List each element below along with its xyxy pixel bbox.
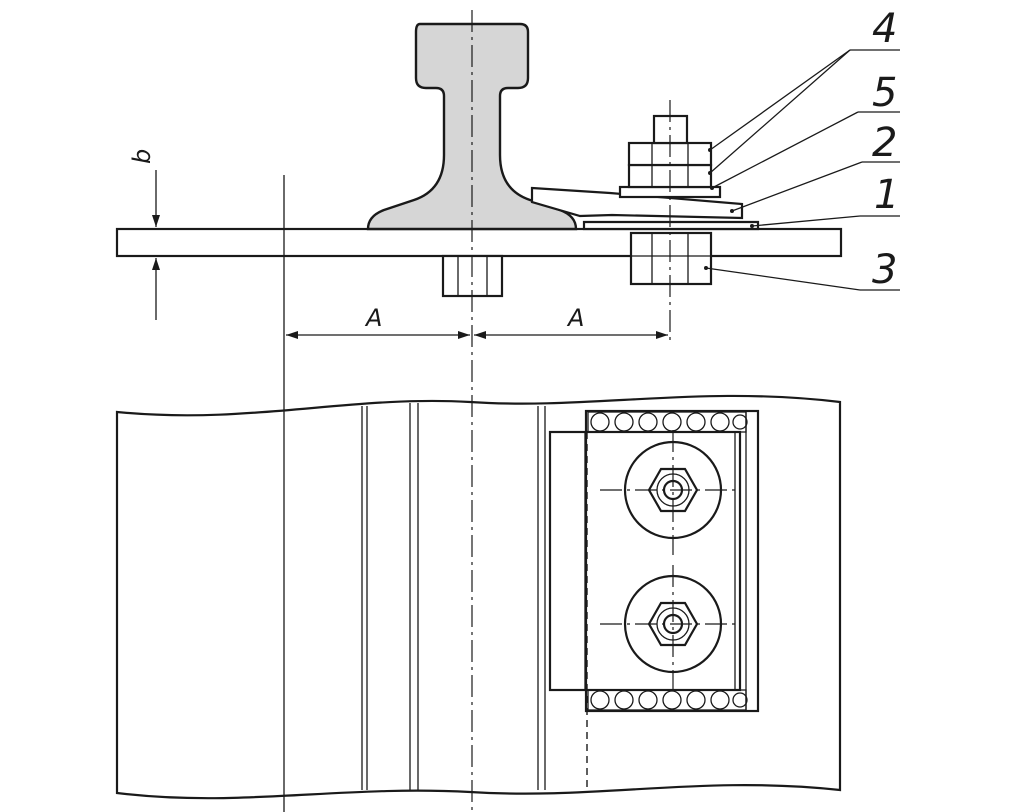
leader-dot bbox=[750, 224, 754, 228]
callout-4: 4 bbox=[872, 6, 897, 52]
part-3-nut bbox=[629, 231, 713, 286]
leader-4 bbox=[709, 49, 851, 151]
dimension-label-a-right: A bbox=[566, 304, 584, 332]
leader-3 bbox=[705, 267, 861, 291]
leader-2 bbox=[731, 161, 863, 212]
leader-dot bbox=[704, 266, 708, 270]
leader-4 bbox=[709, 49, 851, 174]
dimension-label-a-left: A bbox=[364, 304, 382, 332]
plan-view bbox=[115, 394, 842, 800]
part-1-plate bbox=[582, 220, 760, 231]
callout-3: 3 bbox=[872, 247, 897, 293]
callout-2: 2 bbox=[872, 120, 897, 166]
leader-dot bbox=[708, 148, 712, 152]
plan-washer-frame bbox=[584, 409, 760, 713]
base-plate bbox=[115, 227, 843, 258]
plan-bolt-upper bbox=[600, 430, 740, 555]
spring-coil-bottom bbox=[587, 689, 748, 711]
callout-5: 5 bbox=[872, 70, 897, 116]
leader-5 bbox=[711, 111, 859, 189]
callout-1: 1 bbox=[874, 172, 899, 218]
plan-bolt-lower bbox=[600, 565, 740, 690]
leader-dot bbox=[708, 171, 712, 175]
dimension-label-b: b bbox=[128, 149, 156, 164]
leader-dot bbox=[730, 209, 734, 213]
spring-coil-top bbox=[587, 411, 748, 433]
side-view: 4 5 2 1 3 A A b bbox=[115, 6, 900, 812]
leader-dot bbox=[710, 186, 714, 190]
plan-clamp-plate bbox=[548, 430, 742, 692]
plan-plate-outline bbox=[115, 394, 842, 800]
leader-1 bbox=[751, 215, 861, 227]
